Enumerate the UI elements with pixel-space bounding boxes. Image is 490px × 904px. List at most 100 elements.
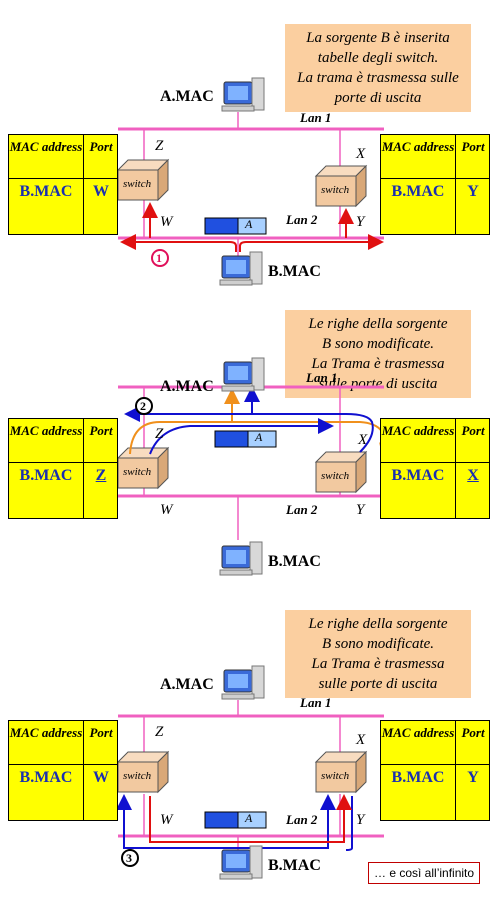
- switch-right-label: switch: [321, 470, 350, 482]
- port-y-label: Y: [356, 214, 365, 230]
- mac-header: MAC address: [9, 139, 83, 154]
- note-line: La sorgente B è inserita: [306, 30, 450, 46]
- lan1-label: Lan 1: [306, 370, 338, 385]
- mac-cell: B.MAC: [391, 769, 445, 786]
- lan1-label: Lan 1: [300, 695, 332, 710]
- lan2-label: Lan 2: [286, 812, 318, 827]
- note-line: B sono modificate.: [321, 636, 435, 652]
- computer-icon-b: [219, 541, 263, 576]
- step-number: 1: [156, 251, 162, 265]
- port-x-label: X: [358, 432, 368, 448]
- port-w-label: W: [160, 502, 173, 518]
- left-mac-table: MAC address Port B.MAC Z: [8, 418, 118, 519]
- lan2-label: Lan 2: [286, 212, 318, 227]
- mac-header: MAC address: [9, 423, 83, 438]
- step-marker: [121, 849, 139, 867]
- switch-left: [116, 750, 170, 794]
- port-x-label: X: [356, 146, 366, 162]
- frame-header: [237, 217, 267, 235]
- note-line: Le righe della sorgente: [308, 316, 448, 332]
- port-w-label: W: [160, 812, 173, 828]
- left-mac-table: MAC address Port B.MAC W: [8, 720, 118, 821]
- switch-right: [314, 164, 368, 208]
- mac-cell: B.MAC: [391, 467, 445, 484]
- port-cell: W: [93, 183, 109, 200]
- step-number: 3: [126, 851, 132, 865]
- port-cell: Y: [467, 183, 479, 200]
- panel-step-2: Le righe della sorgente B sono modificat…: [0, 300, 490, 600]
- network-diagram-2: [116, 357, 395, 576]
- panel-step-1: La sorgente B è inserita tabelle degli s…: [0, 0, 490, 300]
- port-cell: X: [467, 467, 479, 484]
- mac-cell: B.MAC: [19, 183, 73, 200]
- computer-icon-b: [219, 251, 263, 286]
- port-x-label: X: [356, 732, 366, 748]
- mac-header: MAC address: [381, 725, 455, 740]
- port-cell: W: [93, 769, 109, 786]
- mac-cell: B.MAC: [19, 769, 73, 786]
- note-line: La Trama è trasmessa: [311, 656, 445, 672]
- frame-body: [204, 811, 239, 829]
- port-header: Port: [461, 725, 485, 740]
- port-header: Port: [461, 139, 485, 154]
- right-mac-table: MAC address Port B.MAC Y: [380, 134, 490, 235]
- computer-icon-a: [221, 77, 265, 112]
- port-w-label: W: [160, 214, 173, 230]
- mac-cell: B.MAC: [19, 467, 73, 484]
- infinite-loop-note: … e così all’infinito: [368, 862, 481, 884]
- step-1-note: La sorgente B è inserita tabelle degli s…: [285, 24, 471, 112]
- step-3-note: Le righe della sorgente B sono modificat…: [285, 610, 471, 698]
- step-marker: [151, 249, 169, 267]
- switch-right: [314, 450, 368, 494]
- left-mac-table: MAC address Port B.MAC W: [8, 134, 118, 235]
- note-line: porte di uscita: [334, 90, 422, 106]
- host-a-label: A.MAC: [160, 378, 214, 395]
- port-header: Port: [461, 423, 485, 438]
- step-2-note: Le righe della sorgente B sono modificat…: [285, 310, 471, 398]
- frame-label: A: [245, 811, 253, 825]
- switch-left: [116, 446, 170, 490]
- port-header: Port: [89, 139, 113, 154]
- network-diagram-3: [116, 665, 384, 880]
- lan2-label: Lan 2: [286, 502, 318, 517]
- note-line: B sono modificate.: [321, 336, 435, 352]
- right-mac-table: MAC address Port B.MAC X: [380, 418, 490, 519]
- port-z-label: Z: [155, 138, 164, 154]
- note-line: tabelle degli switch.: [317, 50, 439, 66]
- port-z-label: Z: [155, 426, 164, 442]
- port-cell: Y: [467, 769, 479, 786]
- frame-label: A: [245, 217, 253, 231]
- step-number: 2: [140, 399, 146, 413]
- computer-icon-b: [219, 845, 263, 880]
- port-header: Port: [89, 423, 113, 438]
- switch-right-label: switch: [321, 184, 350, 196]
- port-header: Port: [89, 725, 113, 740]
- host-a-label: A.MAC: [160, 676, 214, 693]
- mac-header: MAC address: [381, 423, 455, 438]
- frame-body: [214, 430, 249, 448]
- frame-header: [247, 430, 277, 448]
- computer-icon-a: [221, 357, 265, 392]
- port-y-label: Y: [356, 502, 365, 518]
- port-z-label: Z: [155, 724, 164, 740]
- mac-cell: B.MAC: [391, 183, 445, 200]
- note-line: sulle porte di uscita: [318, 676, 438, 692]
- note-line: La Trama è trasmessa: [311, 356, 445, 372]
- note-line: Le righe della sorgente: [308, 616, 448, 632]
- switch-left-label: switch: [123, 466, 152, 478]
- switch-left-label: switch: [123, 770, 152, 782]
- host-b-label: B.MAC: [268, 263, 321, 280]
- frame-header: [237, 811, 267, 829]
- host-b-label: B.MAC: [268, 857, 321, 874]
- network-diagram-1: [116, 77, 384, 286]
- port-cell: Z: [95, 467, 107, 484]
- right-mac-table: MAC address Port B.MAC Y: [380, 720, 490, 821]
- panel-step-3: Le righe della sorgente B sono modificat…: [0, 600, 490, 900]
- switch-right-label: switch: [321, 770, 350, 782]
- note-line: La trama è trasmessa sulle: [297, 70, 459, 86]
- mac-header: MAC address: [381, 139, 455, 154]
- switch-left-label: switch: [123, 178, 152, 190]
- frame-label: A: [255, 430, 263, 444]
- switch-left: [116, 158, 170, 202]
- computer-icon-a: [221, 665, 265, 700]
